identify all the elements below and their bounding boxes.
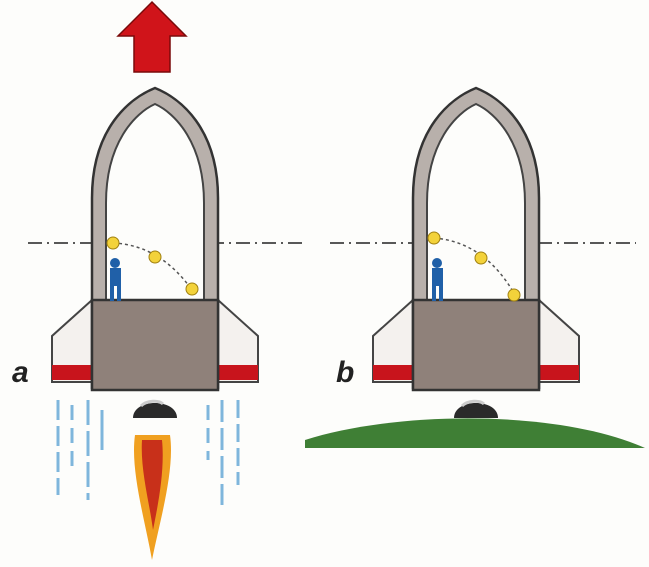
trajectory-a: [112, 242, 193, 291]
rocket-flame: [133, 435, 171, 560]
panel-label-b: b: [336, 356, 354, 389]
acceleration-arrow-icon: [116, 0, 188, 73]
rocket-b: [371, 86, 581, 420]
panel-label-a: a: [12, 356, 29, 389]
astronaut-a-icon: [110, 258, 121, 301]
balls-b: [427, 231, 521, 302]
balls-a: [106, 236, 199, 296]
astronaut-b-icon: [432, 258, 443, 301]
exhaust-streaks: [56, 400, 240, 505]
